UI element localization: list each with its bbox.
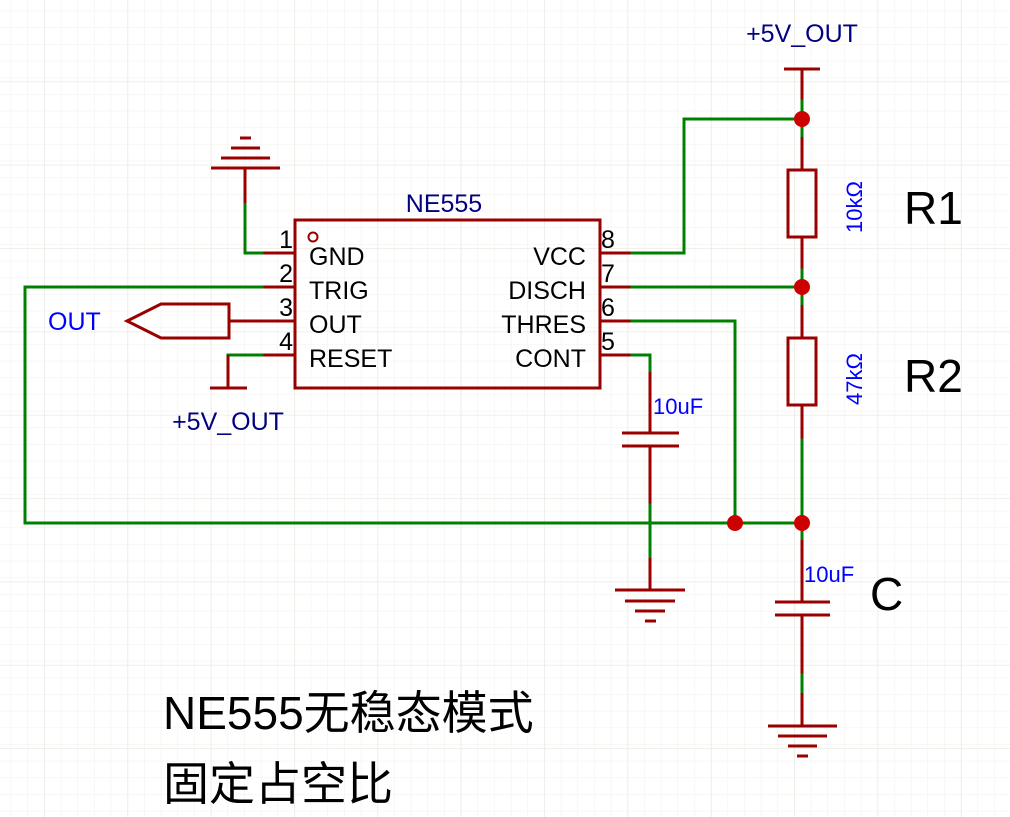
- pin-number: 2: [279, 260, 293, 288]
- pin-number: 6: [601, 294, 615, 322]
- power-net-label: +5V_OUT: [172, 408, 284, 436]
- wire-thres[interactable]: [630, 319, 737, 525]
- ground-symbol-cont[interactable]: [615, 588, 685, 623]
- pin-name: TRIG: [309, 277, 369, 305]
- pin-number: 8: [601, 226, 615, 254]
- c-value: 10uF: [804, 562, 854, 587]
- c-designator: C: [870, 568, 903, 620]
- title-line-1: NE555无稳态模式: [163, 687, 534, 739]
- resistor-r1[interactable]: 10kΩ R1: [786, 137, 963, 307]
- junction-dot: [794, 111, 810, 127]
- junction-dot: [727, 515, 743, 531]
- wire-cont[interactable]: [630, 353, 652, 374]
- r2-value: 47kΩ: [842, 353, 867, 405]
- ic-body: [293, 218, 602, 390]
- pin-name: VCC: [533, 243, 586, 271]
- r2-designator: R2: [904, 350, 963, 402]
- power-net-label: +5V_OUT: [746, 20, 858, 48]
- title-line-2: 固定占空比: [163, 758, 393, 810]
- ground-symbol-gnd-pin[interactable]: [211, 136, 280, 255]
- pin-number: 4: [279, 328, 293, 356]
- pin-name: GND: [309, 243, 365, 271]
- ne555-ic[interactable]: NE555 1 2 3 4 GND TRIG OUT RESET 8 7 6 5…: [262, 190, 632, 390]
- wire-vcc[interactable]: [630, 117, 804, 255]
- ground-symbol-c[interactable]: [768, 724, 837, 758]
- pin-number: 3: [279, 294, 293, 322]
- pin-number: 1: [279, 226, 293, 254]
- pin-name: RESET: [309, 345, 392, 373]
- output-port-label: OUT: [48, 308, 101, 336]
- c-cont-value: 10uF: [653, 394, 703, 419]
- pin-number: 5: [601, 328, 615, 356]
- pin-name: OUT: [309, 311, 362, 339]
- pin1-marker: [307, 231, 319, 243]
- wire-trig[interactable]: [23, 285, 804, 525]
- junction-dot: [794, 515, 810, 531]
- ic-name: NE555: [406, 190, 482, 218]
- junction-dot: [794, 279, 810, 295]
- r1-designator: R1: [904, 182, 963, 234]
- r1-value: 10kΩ: [842, 181, 867, 233]
- pin-name: CONT: [515, 345, 586, 373]
- capacitor-c[interactable]: 10uF C: [775, 540, 903, 726]
- pin-name: DISCH: [508, 277, 586, 305]
- resistor-r2[interactable]: 47kΩ R2: [786, 305, 963, 542]
- capacitor-cont[interactable]: 10uF: [622, 353, 703, 590]
- pin-number: 7: [601, 260, 615, 288]
- output-port[interactable]: OUT: [48, 302, 262, 340]
- pin-name: THRES: [501, 311, 586, 339]
- wire-gnd[interactable]: [243, 201, 264, 255]
- reset-power-symbol[interactable]: +5V_OUT: [172, 353, 284, 436]
